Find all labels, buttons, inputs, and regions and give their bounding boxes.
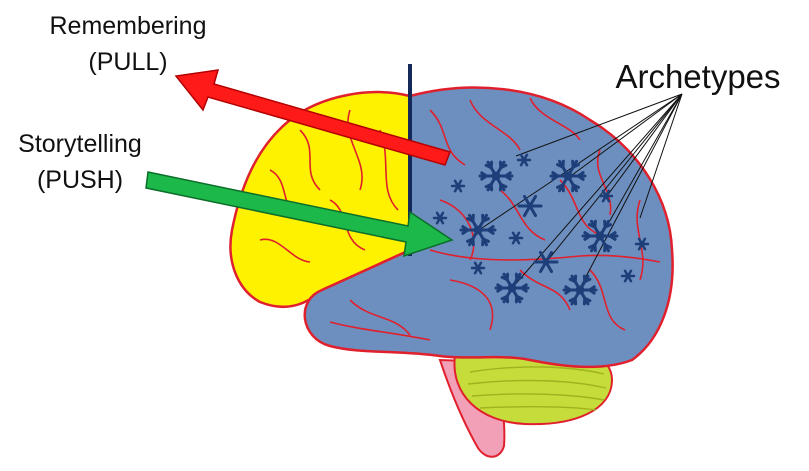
storytelling-label: Storytelling [0, 130, 160, 159]
archetypes-label: Archetypes [598, 58, 798, 96]
push-label: (PUSH) [0, 166, 160, 195]
pull-label: (PULL) [28, 48, 228, 77]
remembering-label: Remembering [28, 12, 228, 41]
